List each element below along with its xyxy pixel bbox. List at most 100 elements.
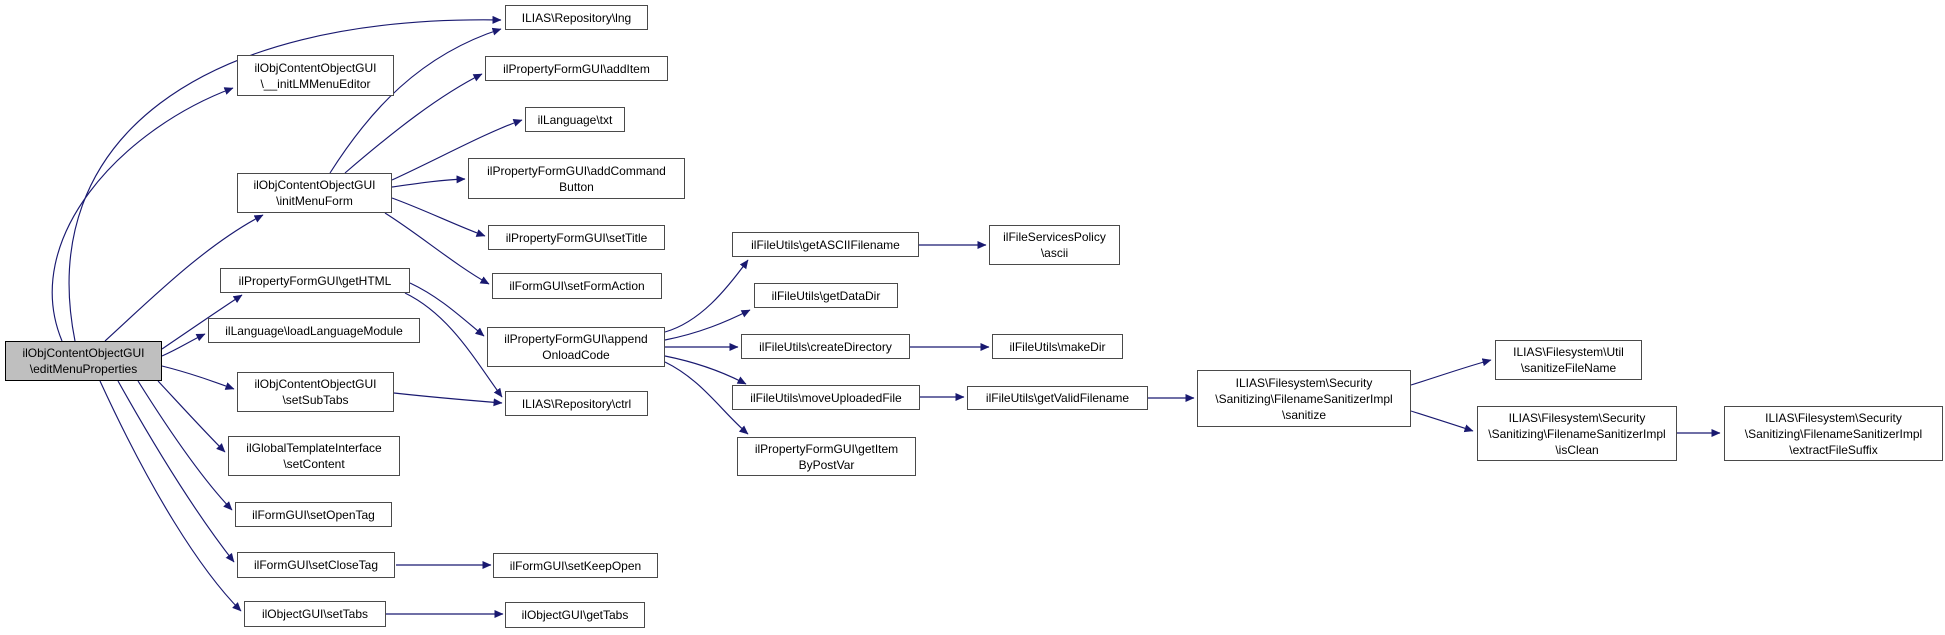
edge-editMenuProperties-lng <box>68 15 502 342</box>
node-createDirectory[interactable]: ilFileUtils\createDirectory <box>741 334 910 359</box>
node-label-line: ilGlobalTemplateInterface <box>246 441 382 455</box>
node-addItem[interactable]: ilPropertyFormGUI\addItem <box>485 56 668 81</box>
node-editMenuProperties[interactable]: ilObjContentObjectGUI \editMenuProperties <box>5 341 162 381</box>
node-label-line: ilPropertyFormGUI\addCommand <box>487 163 666 178</box>
edge-editMenuProperties-initMenuForm <box>104 214 264 342</box>
node-setSubTabs[interactable]: ilObjContentObjectGUI \setSubTabs <box>237 372 394 412</box>
node-setKeepOpen[interactable]: ilFormGUI\setKeepOpen <box>493 553 658 578</box>
node-isClean[interactable]: ILIAS\Filesystem\Security\Sanitizing\Fil… <box>1477 406 1677 461</box>
node-label-line: ilObjContentObjectGUI <box>22 346 145 360</box>
node-label-line: ilObjContentObjectGUI <box>253 178 376 192</box>
node-label-line: \ascii <box>1040 246 1069 260</box>
node-loadLanguageModule[interactable]: ilLanguage\loadLanguageModule <box>208 318 420 343</box>
node-label-line: ilFileUtils\makeDir <box>1009 339 1106 354</box>
node-label-line: ilObjContentObjectGUI <box>254 377 377 391</box>
node-label-line: ilFileServicesPolicy <box>1003 230 1106 244</box>
node-label-line: ILIAS\Repository\ctrl <box>521 396 632 411</box>
node-setTitle[interactable]: ilPropertyFormGUI\setTitle <box>488 225 665 250</box>
node-label-line: OnloadCode <box>542 348 610 362</box>
edge-setSubTabs-ctrl <box>393 392 503 407</box>
node-label-line: ILIAS\Filesystem\Security <box>1508 410 1646 425</box>
node-getHTML[interactable]: ilPropertyFormGUI\getHTML <box>220 268 410 293</box>
node-extractFileSuffix[interactable]: ILIAS\Filesystem\Security\Sanitizing\Fil… <box>1724 406 1943 461</box>
edge-initMenuForm-addItem <box>344 73 483 174</box>
edge-appendOnloadCode-getItemByPostVar <box>664 361 749 435</box>
node-label-line: ilObjectGUI\getTabs <box>521 608 629 622</box>
node-initLMMenuEditor[interactable]: ilObjContentObjectGUI\__initLMMenuEditor <box>237 55 394 96</box>
node-getDataDir[interactable]: ilFileUtils\getDataDir <box>754 283 898 308</box>
node-label-line: ilLanguage\loadLanguageModule <box>225 323 403 338</box>
node-makeDir[interactable]: ilFileUtils\makeDir <box>992 334 1123 359</box>
node-getTabs[interactable]: ilObjectGUI\getTabs <box>505 602 645 628</box>
edge-editMenuProperties-initLMMenuEditor <box>51 87 234 342</box>
node-getValidFilename[interactable]: ilFileUtils\getValidFilename <box>967 386 1148 410</box>
node-label-line: \editMenuProperties <box>29 362 138 376</box>
node-label-line: ilFileUtils\getDataDir <box>771 288 881 303</box>
node-label-line: ilFormGUI\setCloseTag <box>253 558 379 572</box>
node-label-line: ilFileUtils\getASCIIFilename <box>751 237 900 252</box>
node-label-line: ilPropertyFormGUI\getHTML <box>238 273 392 288</box>
node-ctrl[interactable]: ILIAS\Repository\ctrl <box>505 391 648 416</box>
node-label-line: ILIAS\Filesystem\Util <box>1513 345 1624 359</box>
edge-editMenuProperties-getHTML <box>161 294 243 350</box>
node-label-line: ilFileUtils\createDirectory <box>759 339 892 354</box>
edge-editMenuProperties-setSubTabs <box>161 365 235 390</box>
edge-appendOnloadCode-getASCIIFilename <box>664 259 749 333</box>
node-sanitizeFileName[interactable]: ILIAS\Filesystem\Util \sanitizeFileName <box>1495 340 1642 380</box>
node-label-line: \Sanitizing\FilenameSanitizerImpl <box>1744 426 1923 441</box>
node-setTabs[interactable]: ilObjectGUI\setTabs <box>244 601 386 627</box>
node-getASCIIFilename[interactable]: ilFileUtils\getASCIIFilename <box>732 232 919 257</box>
node-lng[interactable]: ILIAS\Repository\lng <box>505 5 648 30</box>
edge-editMenuProperties-setCloseTag <box>117 380 235 563</box>
node-sanitize[interactable]: ILIAS\Filesystem\Security\Sanitizing\Fil… <box>1197 370 1411 427</box>
node-label-line: \sanitizeFileName <box>1520 361 1617 375</box>
node-label-line: \setSubTabs <box>282 393 349 407</box>
node-label-line: ilFileUtils\moveUploadedFile <box>750 390 902 405</box>
node-label-line: \sanitize <box>1281 407 1327 422</box>
node-label-line: ilFileUtils\getValidFilename <box>985 391 1130 405</box>
edge-editMenuProperties-setTabs <box>99 380 242 612</box>
node-label-line: \setContent <box>283 457 345 471</box>
edge-initMenuForm-txt <box>391 119 523 181</box>
node-label-line: ilPropertyFormGUI\addItem <box>503 61 650 76</box>
edge-editMenuProperties-setOpenTag <box>137 380 233 511</box>
node-label-line: \Sanitizing\FilenameSanitizerImpl <box>1488 426 1666 441</box>
node-setCloseTag[interactable]: ilFormGUI\setCloseTag <box>237 552 395 578</box>
node-initMenuForm[interactable]: ilObjContentObjectGUI \initMenuForm <box>237 173 392 213</box>
node-setFormAction[interactable]: ilFormGUI\setFormAction <box>492 273 662 299</box>
node-setOpenTag[interactable]: ilFormGUI\setOpenTag <box>235 502 392 527</box>
edge-editMenuProperties-setContent <box>157 380 226 453</box>
node-moveUploadedFile[interactable]: ilFileUtils\moveUploadedFile <box>732 385 920 410</box>
edge-appendOnloadCode-moveUploadedFile <box>664 355 747 385</box>
node-label-line: ilFormGUI\setOpenTag <box>252 507 375 522</box>
node-label-line: \initMenuForm <box>276 194 353 208</box>
edge-editMenuProperties-loadLanguageModule <box>161 333 206 357</box>
edge-initMenuForm-lng <box>329 27 502 174</box>
node-label-line: ilLanguage\txt <box>537 112 613 127</box>
node-label-line: ilPropertyFormGUI\append <box>504 332 648 346</box>
edge-initMenuForm-setTitle <box>391 197 486 237</box>
node-label-line: \isClean <box>1555 442 1599 457</box>
node-ascii[interactable]: ilFileServicesPolicy \ascii <box>989 225 1120 265</box>
node-label-line: Button <box>559 179 594 194</box>
node-label-line: \__initLMMenuEditor <box>260 76 371 91</box>
node-label-line: ilPropertyFormGUI\getItem <box>754 441 899 456</box>
node-label-line: ILIAS\Filesystem\Security <box>1765 410 1902 425</box>
node-label-line: ilObjContentObjectGUI <box>254 60 377 75</box>
edge-appendOnloadCode-getDataDir <box>664 309 751 341</box>
node-label-line: \Sanitizing\FilenameSanitizerImpl <box>1215 391 1393 406</box>
node-txt[interactable]: ilLanguage\txt <box>525 107 625 132</box>
node-label-line: \extractFileSuffix <box>1789 442 1878 457</box>
node-label-line: ilFormGUI\setKeepOpen <box>509 558 642 573</box>
node-label-line: ILIAS\Repository\lng <box>521 10 632 25</box>
edge-sanitize-sanitizeFileName <box>1410 358 1492 386</box>
edge-getHTML-appendOnloadCode <box>409 282 485 337</box>
node-label-line: ByPostVar <box>798 457 855 472</box>
edge-initMenuForm-setFormAction <box>384 212 490 285</box>
node-setContent[interactable]: ilGlobalTemplateInterface \setContent <box>228 436 400 476</box>
